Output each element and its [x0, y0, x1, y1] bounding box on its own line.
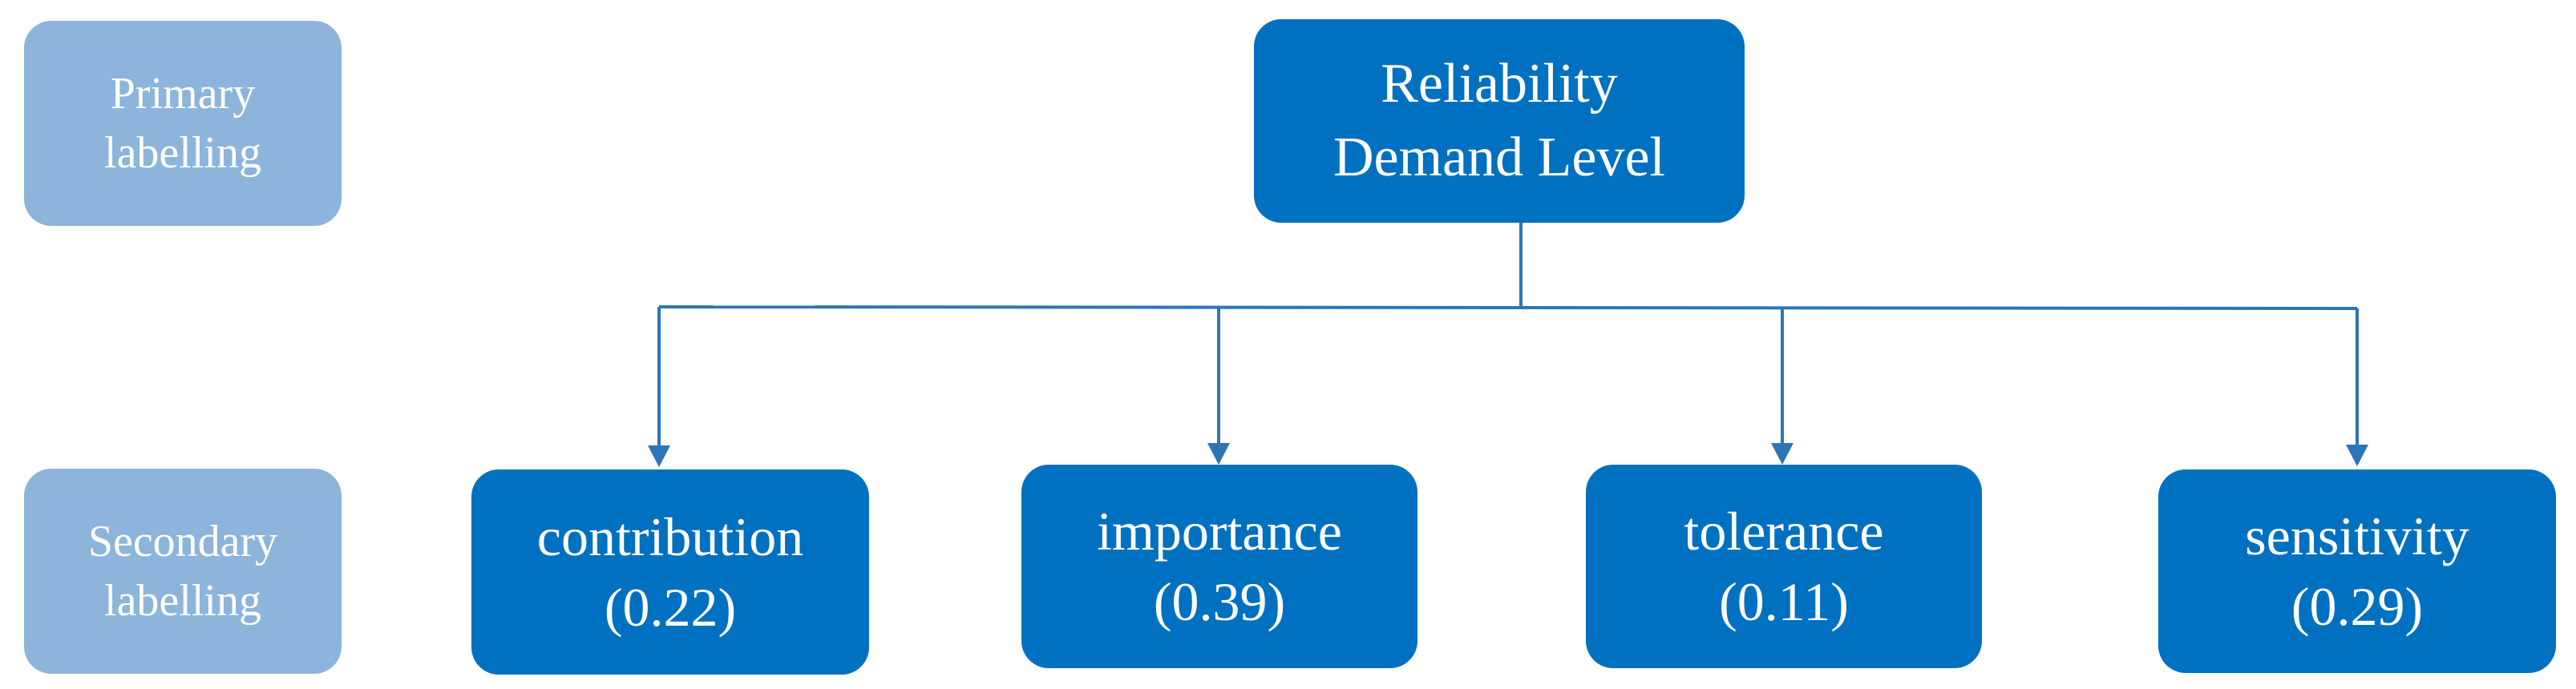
- arrowhead-contribution: [648, 445, 670, 467]
- importance-node: importance (0.39): [1021, 465, 1417, 668]
- secondary-label-line-1: Secondary: [87, 517, 278, 566]
- primary-labelling-box: Primary labelling: [24, 21, 342, 226]
- secondary-labelling-box: Secondary labelling: [24, 469, 342, 674]
- reliability-demand-level-node: Reliability Demand Level: [1254, 19, 1745, 223]
- node-name: importance: [1097, 501, 1342, 562]
- arrowhead-sensitivity: [2346, 445, 2368, 466]
- root-line-2: Demand Level: [1333, 127, 1665, 188]
- contribution-node: contribution (0.22): [471, 469, 869, 675]
- node-weight: (0.39): [1153, 571, 1286, 632]
- arrowhead-importance: [1207, 443, 1230, 465]
- node-name: contribution: [536, 506, 804, 567]
- tolerance-node: tolerance (0.11): [1586, 465, 1982, 668]
- primary-label-line-2: labelling: [104, 128, 261, 178]
- sensitivity-node: sensitivity (0.29): [2158, 469, 2556, 673]
- node-weight: (0.29): [2291, 576, 2424, 637]
- node-name: tolerance: [1684, 501, 1884, 562]
- primary-label-line-1: Primary: [110, 69, 256, 119]
- node-weight: (0.22): [604, 577, 737, 638]
- root-line-1: Reliability: [1381, 53, 1618, 115]
- node-weight: (0.11): [1719, 571, 1849, 632]
- secondary-label-line-2: labelling: [104, 576, 261, 626]
- branch-line: [658, 305, 2358, 310]
- arrowhead-tolerance: [1771, 443, 1793, 465]
- node-name: sensitivity: [2245, 506, 2469, 566]
